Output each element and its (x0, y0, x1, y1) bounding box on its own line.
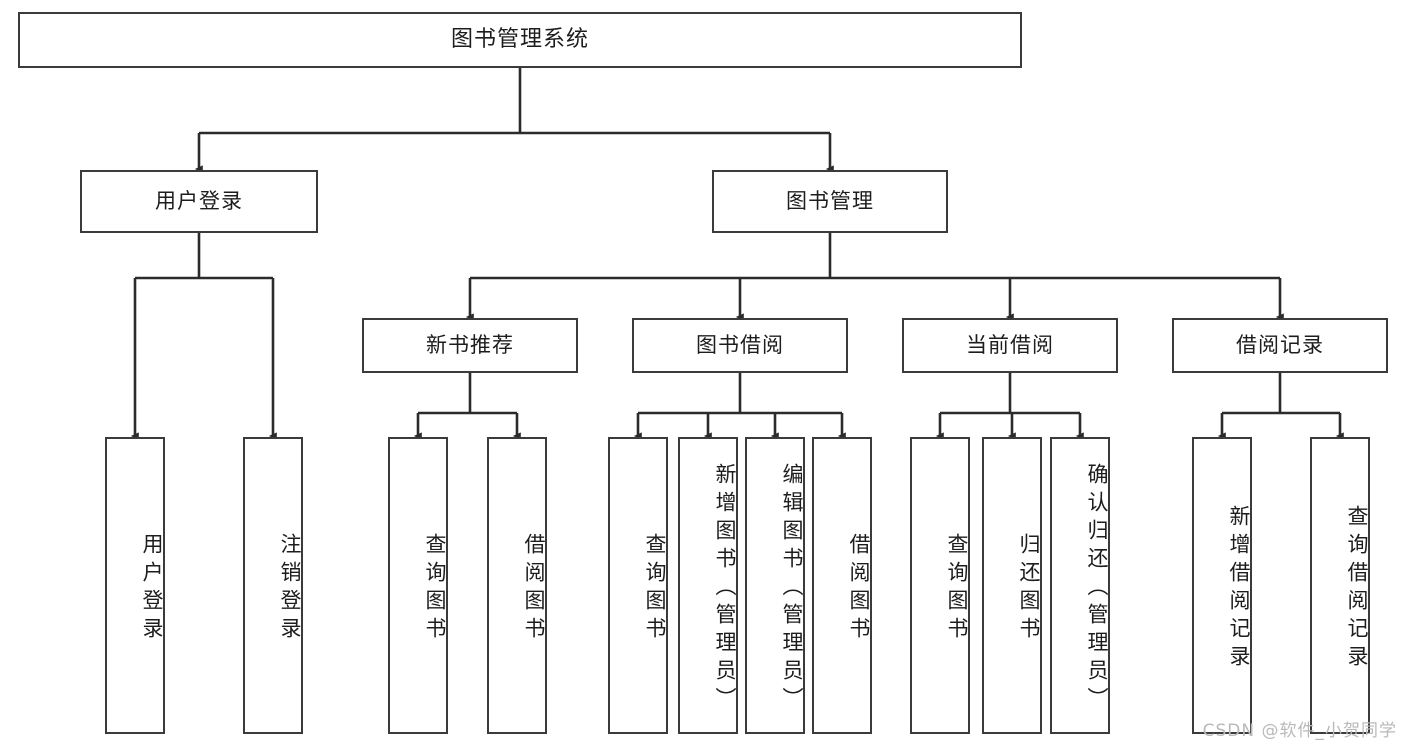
node-label: 用户登录 (140, 532, 164, 645)
node-label: 图书借阅 (696, 332, 784, 357)
node-leaf-edit-book[interactable]: 编辑图书（管理员） (745, 437, 805, 734)
node-label: 借阅记录 (1236, 332, 1324, 357)
node-label: 查询图书 (945, 532, 969, 645)
node-book-manage[interactable]: 图书管理 (712, 170, 948, 233)
node-label: 新书推荐 (426, 332, 514, 357)
node-root[interactable]: 图书管理系统 (18, 12, 1022, 68)
node-leaf-add-book[interactable]: 新增图书（管理员） (678, 437, 738, 734)
node-label: 新增借阅记录 (1227, 504, 1251, 673)
node-leaf-query-book-1[interactable]: 查询图书 (388, 437, 448, 734)
node-leaf-query-record[interactable]: 查询借阅记录 (1310, 437, 1370, 734)
node-user-login[interactable]: 用户登录 (80, 170, 318, 233)
node-leaf-query-book-3[interactable]: 查询图书 (910, 437, 970, 734)
node-leaf-confirm-return[interactable]: 确认归还（管理员） (1050, 437, 1110, 734)
node-book-borrow[interactable]: 图书借阅 (632, 318, 848, 373)
node-leaf-return-book[interactable]: 归还图书 (982, 437, 1042, 734)
node-leaf-user-logout[interactable]: 注销登录 (243, 437, 303, 734)
node-new-book-rec[interactable]: 新书推荐 (362, 318, 578, 373)
node-leaf-user-login[interactable]: 用户登录 (105, 437, 165, 734)
node-label: 注销登录 (278, 532, 302, 645)
node-label: 图书管理系统 (450, 26, 589, 52)
node-label: 确认归还（管理员） (1085, 462, 1109, 715)
node-label: 借阅图书 (522, 532, 546, 645)
node-label: 编辑图书（管理员） (780, 462, 804, 715)
node-leaf-borrow-book-2[interactable]: 借阅图书 (812, 437, 872, 734)
watermark-text: CSDN @软件_小贺同学 (1202, 721, 1397, 741)
node-label: 借阅图书 (847, 532, 871, 645)
node-label: 查询图书 (423, 532, 447, 645)
node-current-borrow[interactable]: 当前借阅 (902, 318, 1118, 373)
node-label: 当前借阅 (966, 332, 1054, 357)
node-leaf-borrow-book-1[interactable]: 借阅图书 (487, 437, 547, 734)
node-borrow-record[interactable]: 借阅记录 (1172, 318, 1388, 373)
node-label: 查询借阅记录 (1345, 504, 1369, 673)
node-label: 用户登录 (155, 188, 243, 213)
node-label: 查询图书 (643, 532, 667, 645)
node-label: 图书管理 (786, 188, 874, 213)
node-label: 归还图书 (1017, 532, 1041, 645)
node-label: 新增图书（管理员） (713, 462, 737, 715)
node-leaf-query-book-2[interactable]: 查询图书 (608, 437, 668, 734)
node-leaf-add-record[interactable]: 新增借阅记录 (1192, 437, 1252, 734)
